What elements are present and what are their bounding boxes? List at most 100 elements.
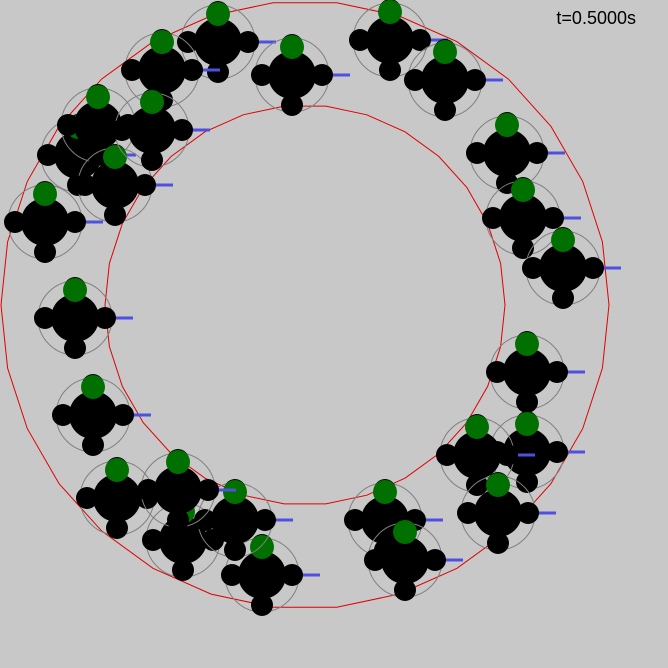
agent-wheel-right xyxy=(237,31,259,53)
agent-wheel-right xyxy=(424,549,446,571)
agent-wheel-right xyxy=(94,307,116,329)
agent-core xyxy=(154,466,202,514)
agent xyxy=(194,479,293,561)
agent-head-marker xyxy=(515,412,539,436)
agent-wheel-left xyxy=(34,307,56,329)
agent xyxy=(177,1,276,83)
agent-wheel-left xyxy=(349,29,371,51)
agent-wheel-left xyxy=(76,487,98,509)
agent-wheel-right xyxy=(281,564,303,586)
agent-wheel-left xyxy=(251,64,273,86)
agent-core xyxy=(421,56,469,104)
agent-core xyxy=(74,101,122,149)
agent-wheel-right xyxy=(582,257,604,279)
agent-wheel-bottom xyxy=(516,471,538,493)
agent-head-marker xyxy=(486,473,510,497)
agent-core xyxy=(91,161,139,209)
agent-wheel-bottom xyxy=(281,94,303,116)
agent-wheel-left xyxy=(57,114,79,136)
agent-wheel-left xyxy=(344,509,366,531)
agent-wheel-right xyxy=(171,119,193,141)
agent-wheel-left xyxy=(194,509,216,531)
agent-wheel-bottom xyxy=(487,532,509,554)
agent-core xyxy=(499,194,547,242)
agent-wheel-left xyxy=(364,549,386,571)
agent-wheel-bottom xyxy=(516,391,538,413)
agent xyxy=(4,181,103,263)
agent-wheel-right xyxy=(311,64,333,86)
agent xyxy=(349,0,448,81)
time-readout: t=0.5000s xyxy=(556,8,636,28)
agent-head-marker xyxy=(140,90,164,114)
agent-head-marker xyxy=(63,278,87,302)
agent-wheel-left xyxy=(111,119,133,141)
agent-core xyxy=(138,46,186,94)
agent-wheel-bottom xyxy=(64,337,86,359)
agent-wheel-right xyxy=(409,29,431,51)
agent-core xyxy=(539,244,587,292)
agent xyxy=(522,227,621,309)
agent-wheel-right xyxy=(496,444,518,466)
agents-layer xyxy=(4,0,621,616)
agent-wheel-left xyxy=(142,529,164,551)
agent-wheel-bottom xyxy=(434,99,456,121)
agent-head-marker xyxy=(105,458,129,482)
agent-wheel-bottom xyxy=(466,474,488,496)
agent-wheel-left xyxy=(457,502,479,524)
agent-head-marker xyxy=(33,182,57,206)
agent-wheel-bottom xyxy=(104,204,126,226)
agent-head-marker xyxy=(378,0,402,24)
agent-wheel-bottom xyxy=(207,61,229,83)
agent-wheel-left xyxy=(436,444,458,466)
agent-wheel-bottom xyxy=(224,539,246,561)
agent xyxy=(76,457,175,539)
agent-core xyxy=(503,428,551,476)
agent-wheel-left xyxy=(221,564,243,586)
agent xyxy=(111,89,210,171)
agent xyxy=(482,177,581,259)
agent xyxy=(57,84,156,166)
agent-core xyxy=(93,474,141,522)
agent-core xyxy=(366,16,414,64)
agent-wheel-bottom xyxy=(394,579,416,601)
agent-head-marker xyxy=(206,2,230,26)
agent-wheel-right xyxy=(64,211,86,233)
agent-head-marker xyxy=(393,520,417,544)
agent-wheel-right xyxy=(254,509,276,531)
agent-head-marker xyxy=(280,35,304,59)
inner-ring-boundary xyxy=(104,105,506,505)
agent-head-marker xyxy=(515,332,539,356)
agent-core xyxy=(21,198,69,246)
agent-head-marker xyxy=(551,228,575,252)
agent-wheel-bottom xyxy=(167,509,189,531)
agent-wheel-right xyxy=(517,502,539,524)
agent-wheel-bottom xyxy=(106,517,128,539)
agent-head-marker xyxy=(86,85,110,109)
agent-head-marker xyxy=(250,535,274,559)
agent-wheel-right xyxy=(546,441,568,463)
agent-wheel-bottom xyxy=(512,237,534,259)
agent-core xyxy=(128,106,176,154)
outer-ring-boundary xyxy=(0,2,610,608)
agent-core xyxy=(51,294,99,342)
agent-wheel-bottom xyxy=(172,559,194,581)
agent-head-marker xyxy=(373,480,397,504)
agent-wheel-bottom xyxy=(552,287,574,309)
agent xyxy=(137,449,236,531)
agent-wheel-bottom xyxy=(34,241,56,263)
agent-wheel-left xyxy=(121,59,143,81)
agent-wheel-bottom xyxy=(379,59,401,81)
agent-head-marker xyxy=(81,375,105,399)
agent-wheel-left xyxy=(486,361,508,383)
agent-wheel-left xyxy=(466,142,488,164)
agent-wheel-right xyxy=(526,142,548,164)
agent-core xyxy=(211,496,259,544)
agent-core xyxy=(381,536,429,584)
agent-core xyxy=(453,431,501,479)
agent-head-marker xyxy=(223,480,247,504)
agent-wheel-right xyxy=(134,174,156,196)
agent-wheel-right xyxy=(181,59,203,81)
agent-wheel-right xyxy=(464,69,486,91)
agent-head-marker xyxy=(495,113,519,137)
